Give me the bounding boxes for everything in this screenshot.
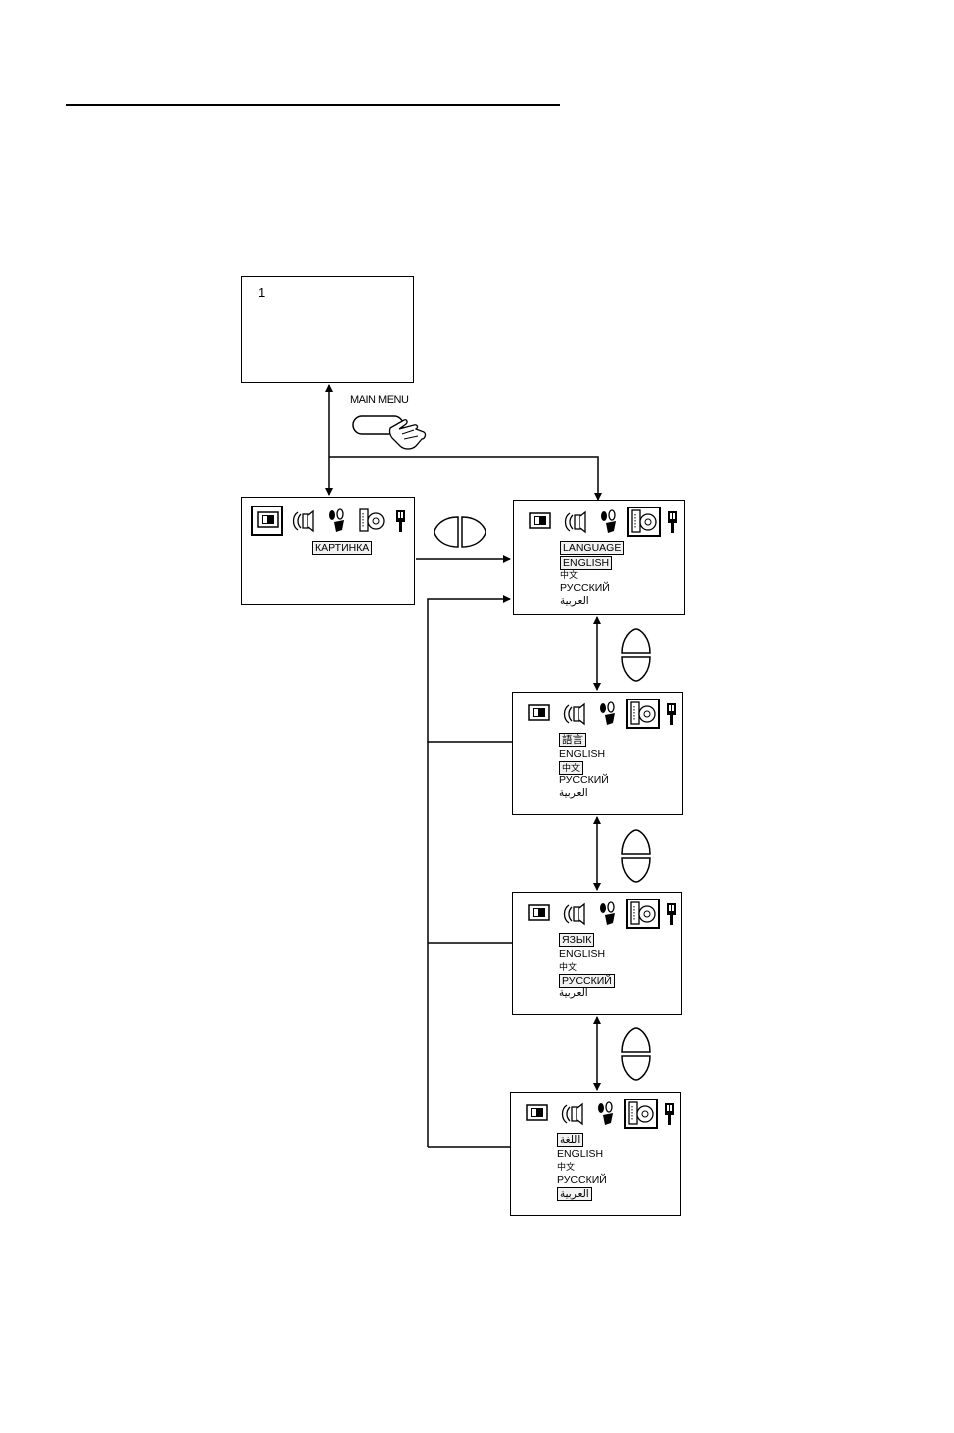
connector-lines bbox=[0, 0, 954, 1433]
